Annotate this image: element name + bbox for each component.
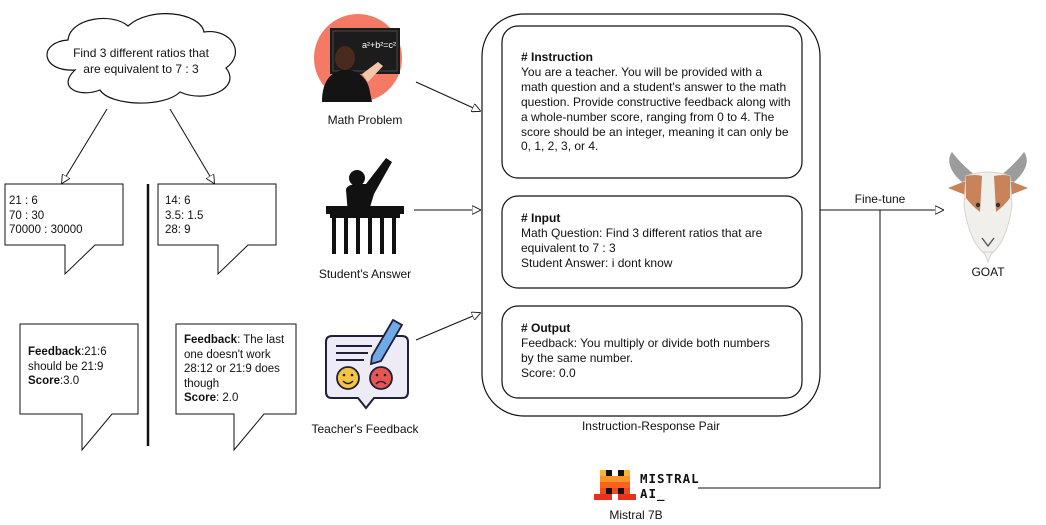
output-line: Score: 0.0 [521, 365, 576, 380]
mistral-wordmark-line1: MISTRAL [640, 471, 700, 486]
fine-tune-label: Fine-tune [854, 192, 906, 206]
left-answer-line: 21 : 6 [9, 195, 38, 207]
question-cloud [46, 13, 236, 104]
math-problem-arrow [415, 81, 480, 111]
right-feedback-line: Feedback: The last one doesn't work 28:1… [184, 333, 294, 391]
math-problem-label: Math Problem [327, 113, 403, 127]
teachers-feedback-arrow [415, 313, 480, 341]
score-value: : 2.0 [215, 392, 239, 405]
goat-label: GOAT [971, 265, 1005, 279]
right-answer-callout [157, 183, 277, 276]
right-feedback-text: Feedback: The last one doesn't work 28:1… [184, 333, 294, 406]
feedback-label: Feedback [28, 346, 82, 358]
cloud-question-text: Find 3 different ratios that are equival… [73, 46, 209, 76]
feedback-faces-icon [325, 318, 409, 410]
mistral-wordmark-line2: AI_ [640, 486, 666, 501]
pair-caption: Instruction-Response Pair [581, 419, 721, 433]
right-answer-line: 28: 9 [165, 224, 191, 237]
output-heading: # Output [521, 321, 571, 335]
input-card-text: # Input Math Question: Find 3 different … [521, 211, 783, 271]
right-answer-text: 14: 6 3.5: 1.5 28: 9 [165, 194, 273, 238]
left-answer-text: 21 : 6 70 : 30 70000 : 30000 [9, 194, 121, 238]
mistral-connector [698, 210, 881, 489]
right-score-line: Score: 2.0 [184, 391, 294, 406]
mistral-caption: Mistral 7B [609, 508, 663, 522]
left-feedback-callout [19, 323, 139, 452]
right-feedback-callout [175, 323, 297, 452]
student-raising-hand-icon [326, 158, 404, 254]
goat-icon [948, 152, 1028, 264]
score-label: Score [28, 375, 60, 388]
instruction-heading: # Instruction [521, 50, 594, 64]
mistral-logo-icon [594, 470, 636, 500]
feedback-label: Feedback [184, 334, 238, 346]
left-answer-line: 70 : 30 [9, 209, 45, 222]
left-score-line: Score:3.0 [28, 374, 132, 389]
left-feedback-line: Feedback:21:6 should be 21:9 [28, 345, 132, 374]
score-label: Score [184, 392, 216, 405]
feedback-value: :21:6 should be 21:9 [28, 346, 107, 373]
cloud-to-right-answer-arrow [169, 108, 214, 183]
teacher-at-blackboard-icon: a²+b²=c² [314, 14, 402, 102]
input-card [501, 195, 803, 289]
output-card-text: # Output Feedback: You multiply or divid… [521, 321, 783, 381]
left-feedback-text: Feedback:21:6 should be 21:9 Score:3.0 [28, 345, 132, 389]
score-value: :3.0 [59, 375, 80, 388]
left-answer-line: 70000 : 30000 [9, 224, 83, 237]
cloud-to-left-answer-arrow [62, 108, 108, 183]
input-line: Student Answer: i dont know [521, 255, 673, 270]
right-answer-line: 3.5: 1.5 [165, 209, 204, 222]
instruction-card-text: # Instruction You are a teacher. You wil… [521, 50, 791, 154]
instruction-card [501, 25, 803, 179]
instruction-body: You are a teacher. You will be provided … [521, 64, 791, 154]
input-heading: # Input [521, 211, 561, 225]
students-answer-label: Student's Answer [318, 267, 412, 281]
input-line: Math Question: Find 3 different ratios t… [521, 225, 763, 255]
right-answer-line: 14: 6 [165, 195, 191, 207]
left-answer-callout [4, 183, 124, 276]
output-line: Feedback: You multiply or divide both nu… [521, 335, 770, 365]
output-card [501, 305, 803, 399]
blackboard-formula: a²+b²=c² [362, 40, 396, 50]
feedback-value: : The last one doesn't work 28:12 or 21:… [184, 334, 285, 390]
teachers-feedback-label: Teacher's Feedback [311, 422, 419, 436]
